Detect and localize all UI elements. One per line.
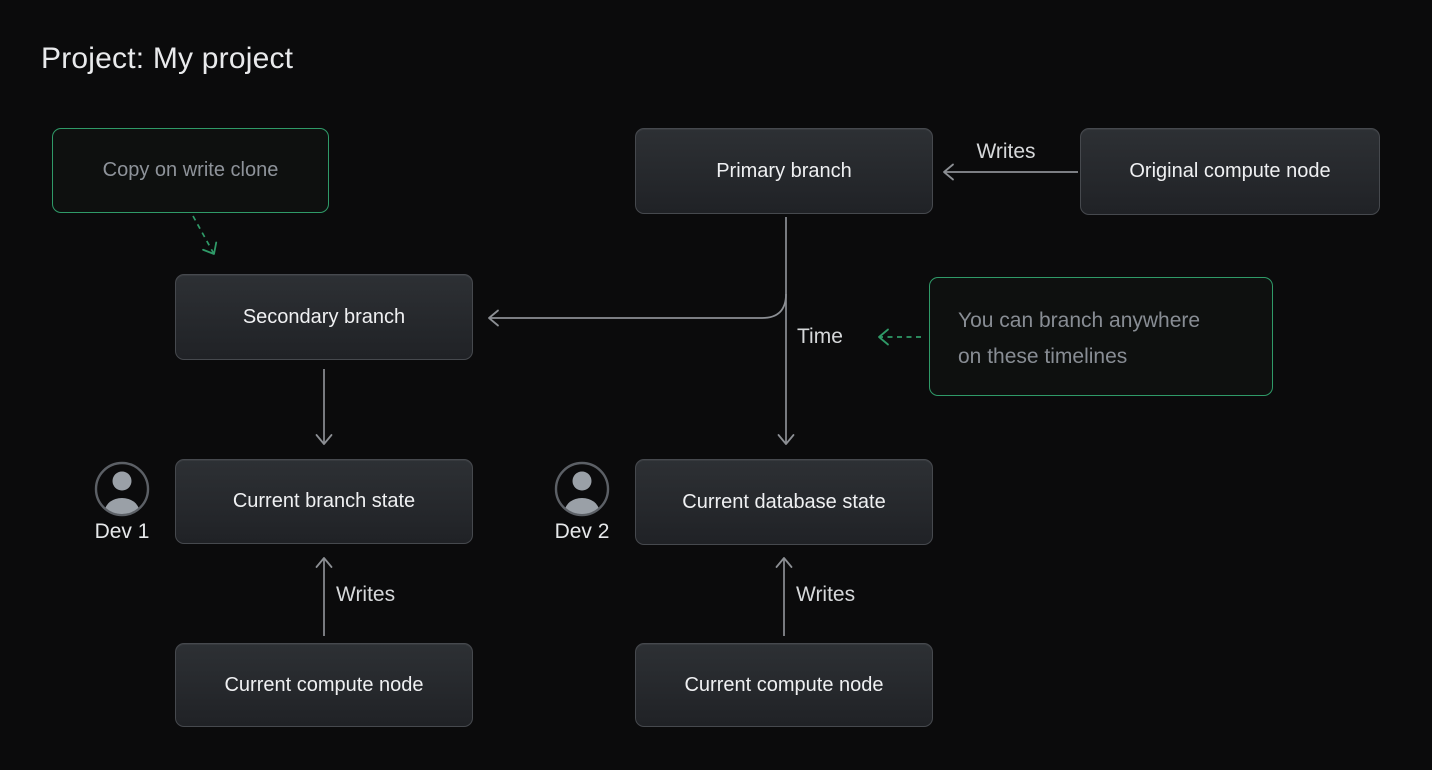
dev2-label: Dev 2	[554, 520, 610, 543]
node-original-compute-node: Original compute node	[1080, 128, 1380, 215]
node-current-database-state: Current database state	[635, 459, 933, 545]
node-label: Current compute node	[224, 673, 424, 696]
edge-label-time: Time	[797, 325, 843, 348]
node-label: Copy on write clone	[102, 159, 279, 181]
node-current-compute-node-right: Current compute node	[635, 643, 933, 727]
edge-label-writes-bottom-right: Writes	[796, 583, 856, 606]
node-primary-branch: Primary branch	[635, 128, 933, 214]
note-line-2: on these timelines	[958, 345, 1128, 368]
node-label: Primary branch	[716, 159, 852, 182]
node-label: Original compute node	[1129, 160, 1331, 182]
note-branch-anywhere: You can branch anywhere on these timelin…	[929, 277, 1273, 396]
node-current-branch-state: Current branch state	[175, 459, 473, 544]
node-secondary-branch: Secondary branch	[175, 274, 473, 360]
person-icon	[94, 461, 150, 517]
node-current-compute-node-left: Current compute node	[175, 643, 473, 727]
edge-label-writes-bottom-left: Writes	[336, 583, 396, 606]
node-label: Current branch state	[232, 490, 416, 512]
node-copy-on-write-clone: Copy on write clone	[52, 128, 329, 213]
edge-branch-to-secondary	[488, 293, 787, 327]
edge-label-writes-top: Writes	[976, 140, 1036, 163]
node-label: Current compute node	[684, 673, 884, 696]
edge-cow-clone-dashed	[192, 215, 218, 255]
person-icon	[554, 461, 610, 517]
dev1-label: Dev 1	[94, 520, 150, 543]
note-line-1: You can branch anywhere	[958, 309, 1201, 332]
node-label: Current database state	[682, 490, 886, 513]
page-title: Project: My project	[41, 42, 294, 75]
node-label: Secondary branch	[242, 305, 406, 328]
